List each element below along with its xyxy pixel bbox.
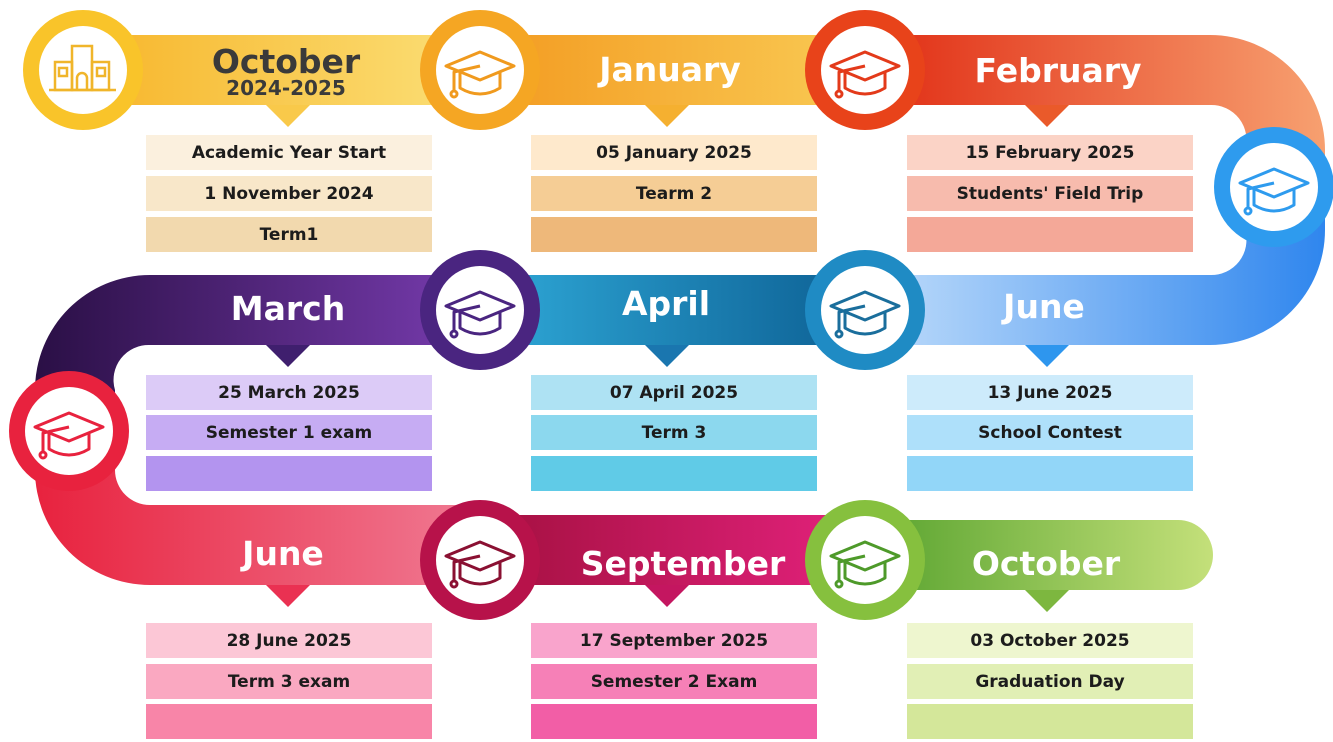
info-cell [907, 704, 1193, 739]
graduation-cap-icon [1238, 167, 1310, 216]
graduation-cap-icon [829, 290, 901, 339]
info-cell: 07 April 2025 [531, 375, 817, 410]
badge-cap-march [420, 250, 540, 370]
pointer-arrow [645, 105, 689, 127]
info-cell: Semester 1 exam [146, 415, 432, 450]
road-segment [85, 35, 500, 105]
info-cell: School Contest [907, 415, 1193, 450]
road-segment [480, 515, 870, 585]
badge-building [23, 10, 143, 130]
info-cell [907, 456, 1193, 491]
info-cell: 17 September 2025 [531, 623, 817, 658]
milestone-title: October [211, 42, 361, 81]
graduation-cap-icon [829, 540, 901, 589]
road-segment [35, 275, 490, 420]
road-segment [860, 520, 1213, 590]
info-cell [907, 217, 1193, 252]
school-building-icon [49, 44, 116, 92]
badge-cap-left-turn [9, 371, 129, 491]
badge-cap-september [805, 500, 925, 620]
pointer-arrow [645, 345, 689, 367]
info-cell: 25 March 2025 [146, 375, 432, 410]
milestone-title: June [242, 534, 324, 573]
info-cell: Term 3 exam [146, 664, 432, 699]
info-cell: Semester 2 Exam [531, 664, 817, 699]
info-cell [146, 704, 432, 739]
graduation-cap-icon [444, 540, 516, 589]
info-cell: 05 January 2025 [531, 135, 817, 170]
milestone-title: April [621, 284, 711, 323]
road-segment [480, 275, 870, 345]
info-cell: Term1 [146, 217, 432, 252]
road-segment [480, 35, 870, 105]
info-cell [531, 217, 817, 252]
graduation-cap-icon [829, 50, 901, 99]
info-cell: Graduation Day [907, 664, 1193, 699]
road-segment [35, 420, 490, 585]
milestone-title: June [1003, 287, 1085, 326]
milestone-title: February [974, 51, 1142, 90]
info-cell [531, 704, 817, 739]
info-cell: Students' Field Trip [907, 176, 1193, 211]
pointer-arrow [266, 345, 310, 367]
info-cell: 13 June 2025 [907, 375, 1193, 410]
pointer-arrow [1025, 590, 1069, 612]
milestone-title: September [580, 544, 786, 583]
badge-cap-january [420, 10, 540, 130]
pointer-arrow [645, 585, 689, 607]
road-segment [860, 35, 1325, 185]
pointer-arrow [266, 585, 310, 607]
info-cell: Tearm 2 [531, 176, 817, 211]
badge-cap-april [805, 250, 925, 370]
milestone-title: January [599, 50, 741, 89]
badge-cap-february [805, 10, 925, 130]
info-cell: 03 October 2025 [907, 623, 1193, 658]
graduation-cap-icon [444, 50, 516, 99]
pointer-arrow [1025, 105, 1069, 127]
info-cell: 1 November 2024 [146, 176, 432, 211]
info-cell [146, 456, 432, 491]
info-cell: 15 February 2025 [907, 135, 1193, 170]
graduation-cap-icon [444, 290, 516, 339]
badge-cap-june [420, 500, 540, 620]
graduation-cap-icon [33, 411, 105, 460]
info-cell: Term 3 [531, 415, 817, 450]
info-cell [531, 456, 817, 491]
milestone-subtitle: 2024-2025 [226, 76, 346, 100]
info-cell: 28 June 2025 [146, 623, 432, 658]
road-segment [860, 185, 1325, 345]
pointer-arrow [1025, 345, 1069, 367]
milestone-title: October [971, 544, 1121, 583]
milestone-title: March [230, 289, 346, 328]
badge-cap-turn [1214, 127, 1333, 247]
pointer-arrow [266, 105, 310, 127]
info-cell: Academic Year Start [146, 135, 432, 170]
